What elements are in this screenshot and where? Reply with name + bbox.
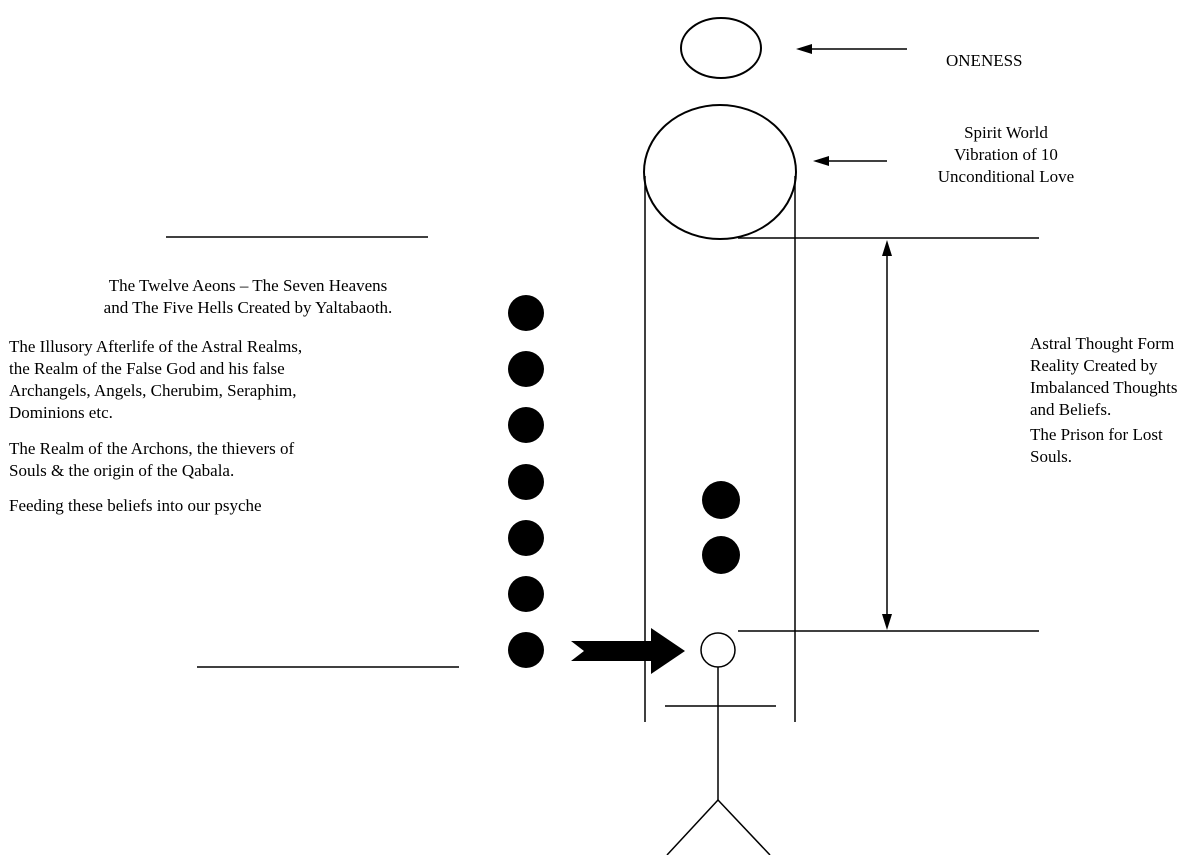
aeon-dot: [508, 520, 544, 556]
astral-line: Imbalanced Thoughts: [1030, 378, 1178, 397]
aeons-line: and The Five Hells Created by Yaltabaoth…: [103, 298, 393, 317]
aeons-label: The Twelve Aeons – The Seven Heavens and…: [8, 275, 488, 319]
prison-line: Souls.: [1030, 447, 1073, 466]
aeon-dot: [508, 632, 544, 668]
spirit-world-line: Unconditional Love: [937, 167, 1075, 186]
aeon-dot: [508, 576, 544, 612]
oneness-label: ONENESS: [946, 51, 1023, 70]
illusory-line: The Illusory Afterlife of the Astral Rea…: [9, 337, 303, 356]
archons-line: The Realm of the Archons, the thievers o…: [9, 439, 295, 458]
illusory-line: the Realm of the False God and his false: [9, 359, 285, 378]
astral-line: and Beliefs.: [1030, 400, 1112, 419]
prison-label: The Prison for Lost Souls.: [1030, 424, 1163, 468]
aeon-dot: [508, 351, 544, 387]
oneness-arrow-head: [796, 44, 812, 54]
figure-head: [700, 632, 736, 668]
stick-figure: [665, 632, 776, 855]
spirit-arrow-head: [813, 156, 829, 166]
aeon-dots: [508, 295, 544, 668]
illusory-line: Dominions etc.: [9, 403, 113, 422]
aeons-line: The Twelve Aeons – The Seven Heavens: [108, 276, 388, 295]
spirit-world-line: Vibration of 10: [954, 145, 1058, 164]
spirit-world-label: Spirit World Vibration of 10 Uncondition…: [893, 122, 1119, 188]
aeon-dot: [508, 464, 544, 500]
figure-right-leg: [717, 799, 771, 855]
feeding-label: Feeding these beliefs into our psyche: [9, 496, 262, 515]
aeon-dot: [508, 407, 544, 443]
archons-label: The Realm of the Archons, the thievers o…: [9, 438, 294, 482]
spirit-world-line: Spirit World: [964, 123, 1048, 142]
astral-range-arrow-top: [882, 240, 892, 256]
inner-dot: [702, 481, 740, 519]
oneness-circle: [680, 17, 762, 79]
spirit-world-circle: [643, 104, 797, 240]
astral-label: Astral Thought Form Reality Created by I…: [1030, 333, 1177, 421]
astral-line: Astral Thought Form: [1030, 334, 1175, 353]
archons-line: Souls & the origin of the Qabala.: [9, 461, 235, 480]
astral-line: Reality Created by: [1030, 356, 1158, 375]
astral-range-arrow-bottom: [882, 614, 892, 630]
figure-left-leg: [666, 799, 719, 855]
illusory-line: Archangels, Angels, Cherubim, Seraphim,: [9, 381, 297, 400]
feeding-arrow: [571, 628, 685, 674]
aeon-dot: [508, 295, 544, 331]
inner-dot: [702, 536, 740, 574]
illusory-label: The Illusory Afterlife of the Astral Rea…: [9, 336, 302, 424]
prison-line: The Prison for Lost: [1030, 425, 1163, 444]
